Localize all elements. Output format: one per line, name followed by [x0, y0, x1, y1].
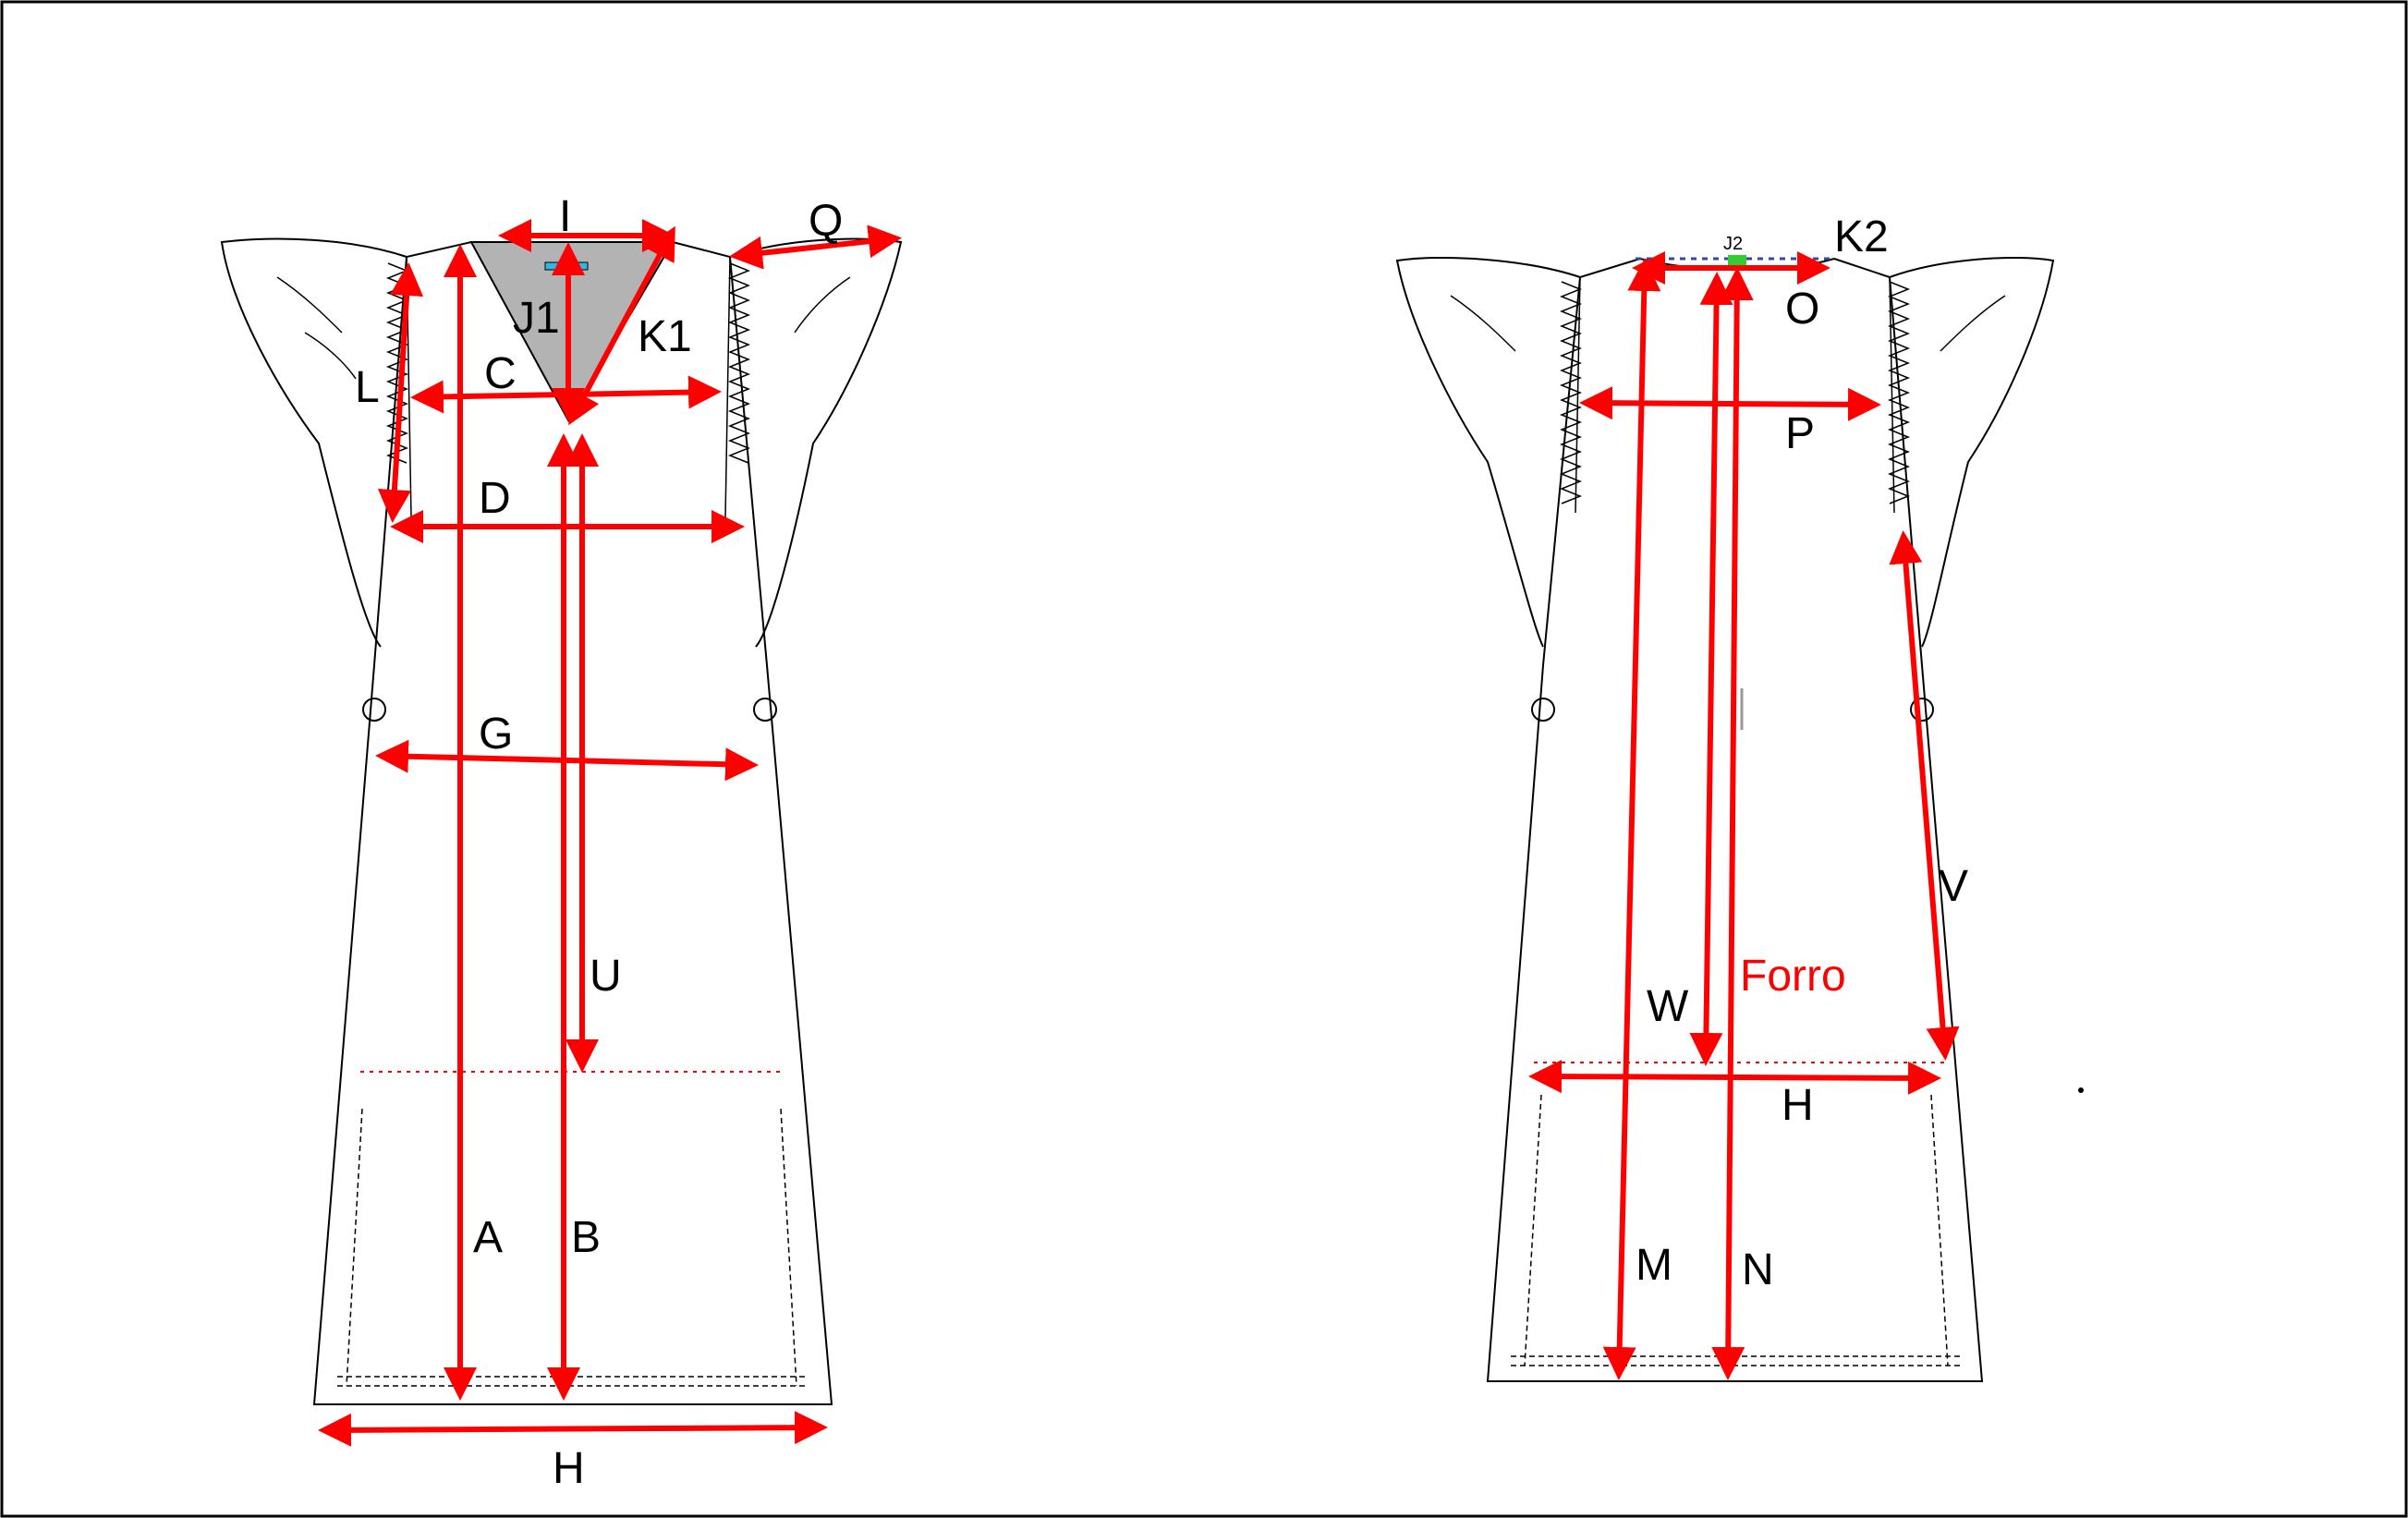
label-M: M: [1636, 1241, 1672, 1290]
front-labels: A B C D G H I J1 K1 L Q U: [355, 192, 843, 1493]
front-left-button: [362, 698, 386, 722]
back-left-sleeve: [1395, 257, 1581, 648]
back-measures: [1528, 251, 1960, 1380]
label-K2: K2: [1834, 213, 1889, 261]
label-H-back: H: [1782, 1081, 1814, 1130]
label-O: O: [1785, 285, 1819, 334]
back-view: [1395, 257, 2055, 1382]
measure-P: [1579, 386, 1881, 421]
label-L: L: [355, 363, 380, 412]
measure-H-back: [1528, 1060, 1941, 1095]
label-C: C: [484, 349, 517, 398]
label-D: D: [479, 474, 511, 523]
front-right-sleeve: [729, 237, 903, 648]
front-left-sleeve: [220, 237, 407, 648]
label-Q: Q: [809, 197, 843, 246]
label-W: W: [1647, 982, 1689, 1031]
label-G: G: [479, 710, 513, 759]
label-K1: K1: [638, 312, 692, 361]
measure-Q: [729, 225, 902, 270]
measure-W: [1689, 272, 1733, 1066]
label-J1: J1: [513, 294, 560, 343]
label-V: V: [1939, 862, 1968, 911]
stray-dot: [2078, 1087, 2084, 1093]
measure-G: [375, 739, 759, 782]
measure-C: [410, 375, 722, 414]
front-right-button: [753, 698, 777, 722]
label-H-front: H: [553, 1444, 585, 1493]
measure-H-front: [318, 1411, 828, 1447]
label-B: B: [571, 1213, 601, 1262]
label-A: A: [473, 1213, 503, 1262]
measure-M: [1602, 258, 1661, 1380]
measure-N: [1711, 267, 1754, 1380]
label-J2: J2: [1723, 234, 1743, 254]
label-U: U: [590, 952, 622, 1001]
lining-label: Forro: [1740, 952, 1846, 1001]
measure-L: [377, 262, 424, 523]
label-P: P: [1785, 409, 1815, 458]
front-measures: [318, 219, 902, 1447]
back-labels: K2 J2 O P V W Forro H M N: [1636, 213, 1968, 1294]
back-right-sleeve: [1889, 257, 2055, 648]
label-N: N: [1742, 1245, 1774, 1294]
back-left-button: [1531, 698, 1555, 722]
label-I: I: [559, 192, 571, 241]
back-body-outline: [1486, 258, 1984, 1382]
measure-V: [1889, 530, 1960, 1061]
